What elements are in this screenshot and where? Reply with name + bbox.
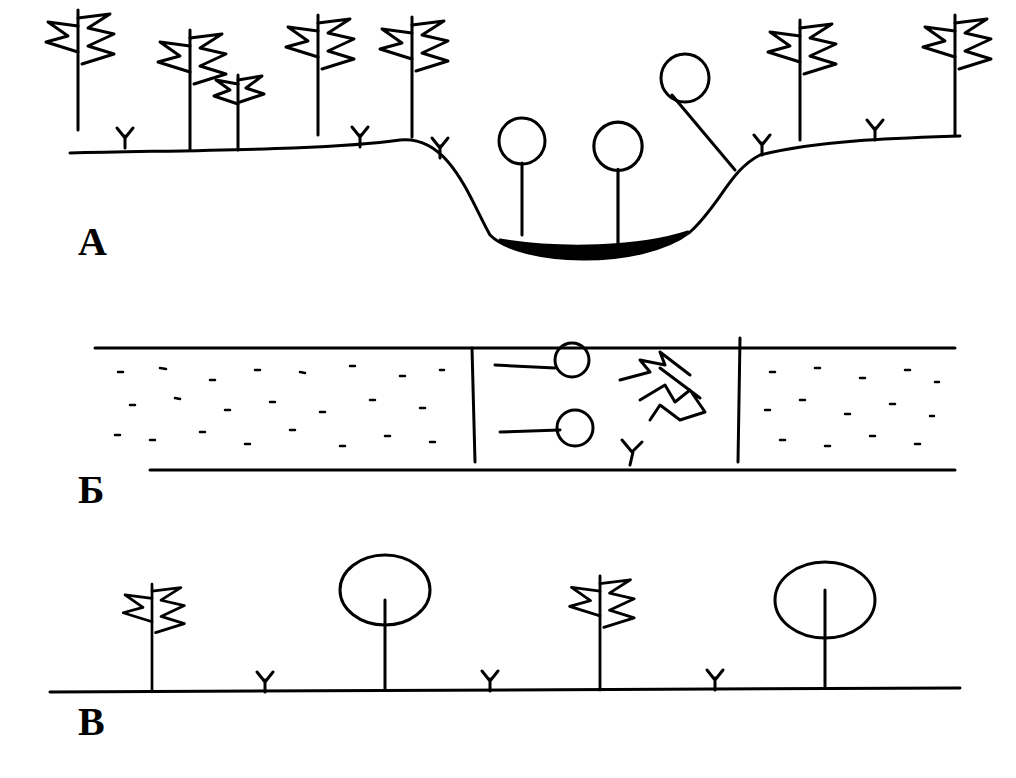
panel-letter: А (78, 222, 107, 262)
ravine-profile (46, 10, 991, 259)
panel-letter: В (78, 702, 105, 742)
mixed-forest-row (50, 555, 960, 692)
panel-letter: Б (78, 470, 104, 510)
strip-plan (95, 338, 955, 470)
